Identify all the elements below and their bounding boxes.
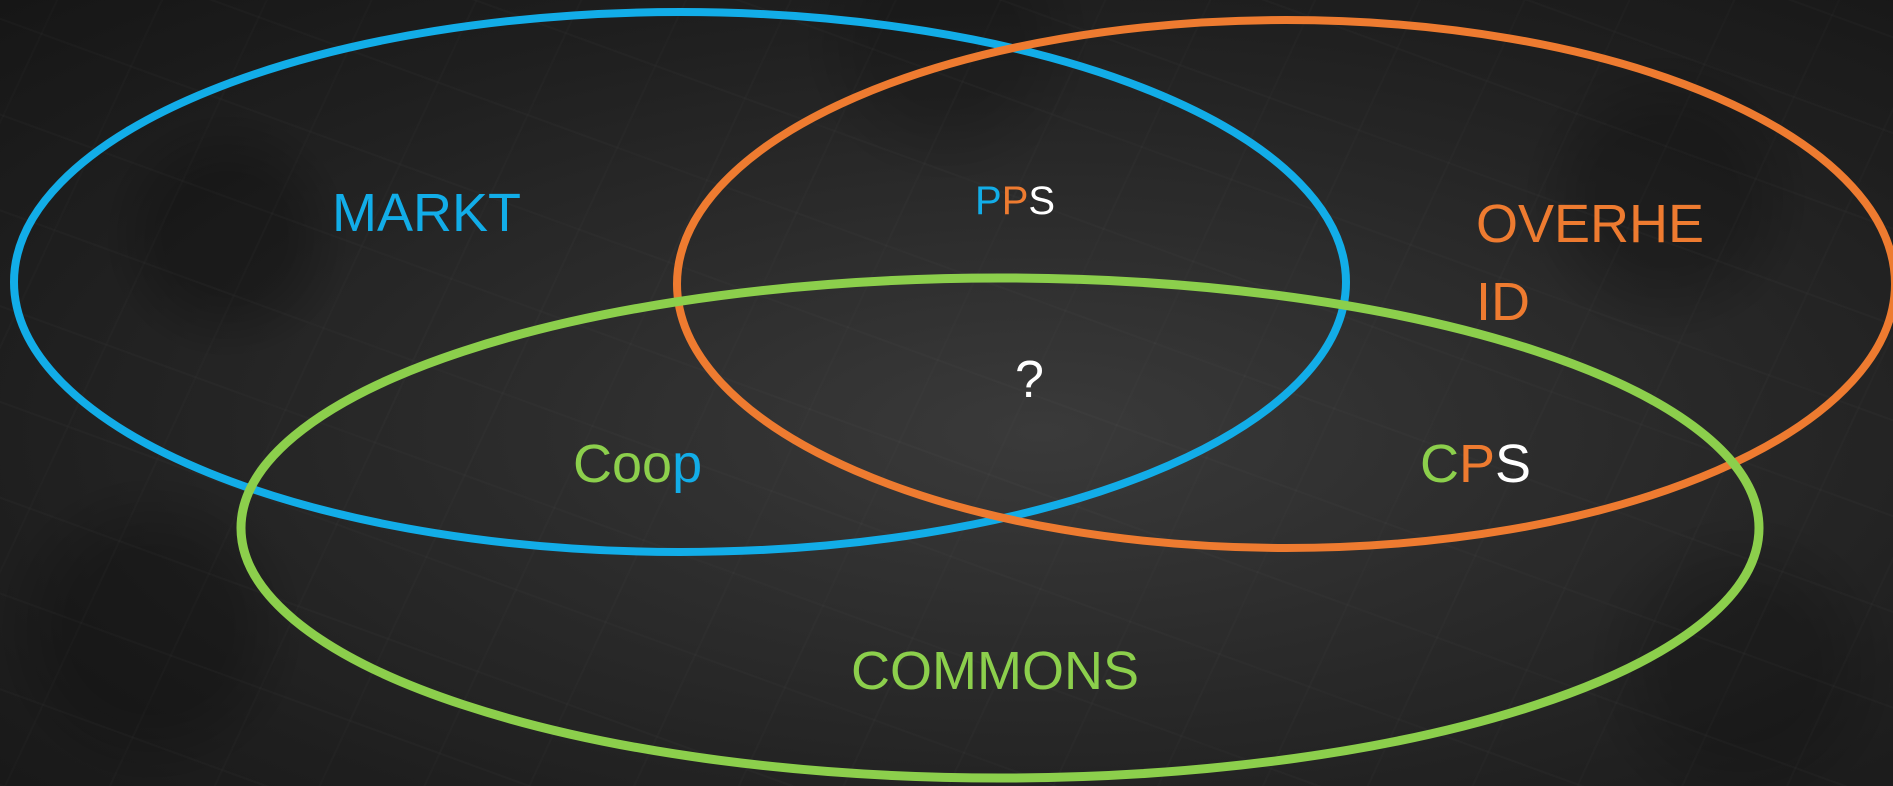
cps-letter-s: S bbox=[1495, 434, 1532, 494]
cps-label: CPS bbox=[1420, 437, 1531, 491]
question-mark: ? bbox=[1015, 351, 1044, 409]
markt-label: MARKT bbox=[332, 183, 521, 243]
markt-ellipse bbox=[10, 8, 1350, 556]
coop-label: Coop bbox=[573, 437, 702, 491]
coop-letter-p: p bbox=[672, 434, 703, 494]
cps-letter-p: P bbox=[1459, 434, 1496, 494]
coop-letters-oo: oo bbox=[612, 434, 673, 494]
pps-letter-s: S bbox=[1028, 179, 1056, 223]
commons-label: COMMONS bbox=[851, 641, 1139, 701]
cps-letter-c: C bbox=[1420, 434, 1459, 494]
pps-label: PPS bbox=[975, 181, 1055, 221]
overheid-label: OVERHEID bbox=[1476, 194, 1705, 332]
commons-ellipse bbox=[236, 273, 1764, 783]
coop-letter-c: C bbox=[573, 434, 612, 494]
pps-letter-p1: P bbox=[975, 179, 1002, 223]
pps-letter-p2: P bbox=[1001, 179, 1029, 223]
overheid-ellipse bbox=[673, 16, 1893, 552]
